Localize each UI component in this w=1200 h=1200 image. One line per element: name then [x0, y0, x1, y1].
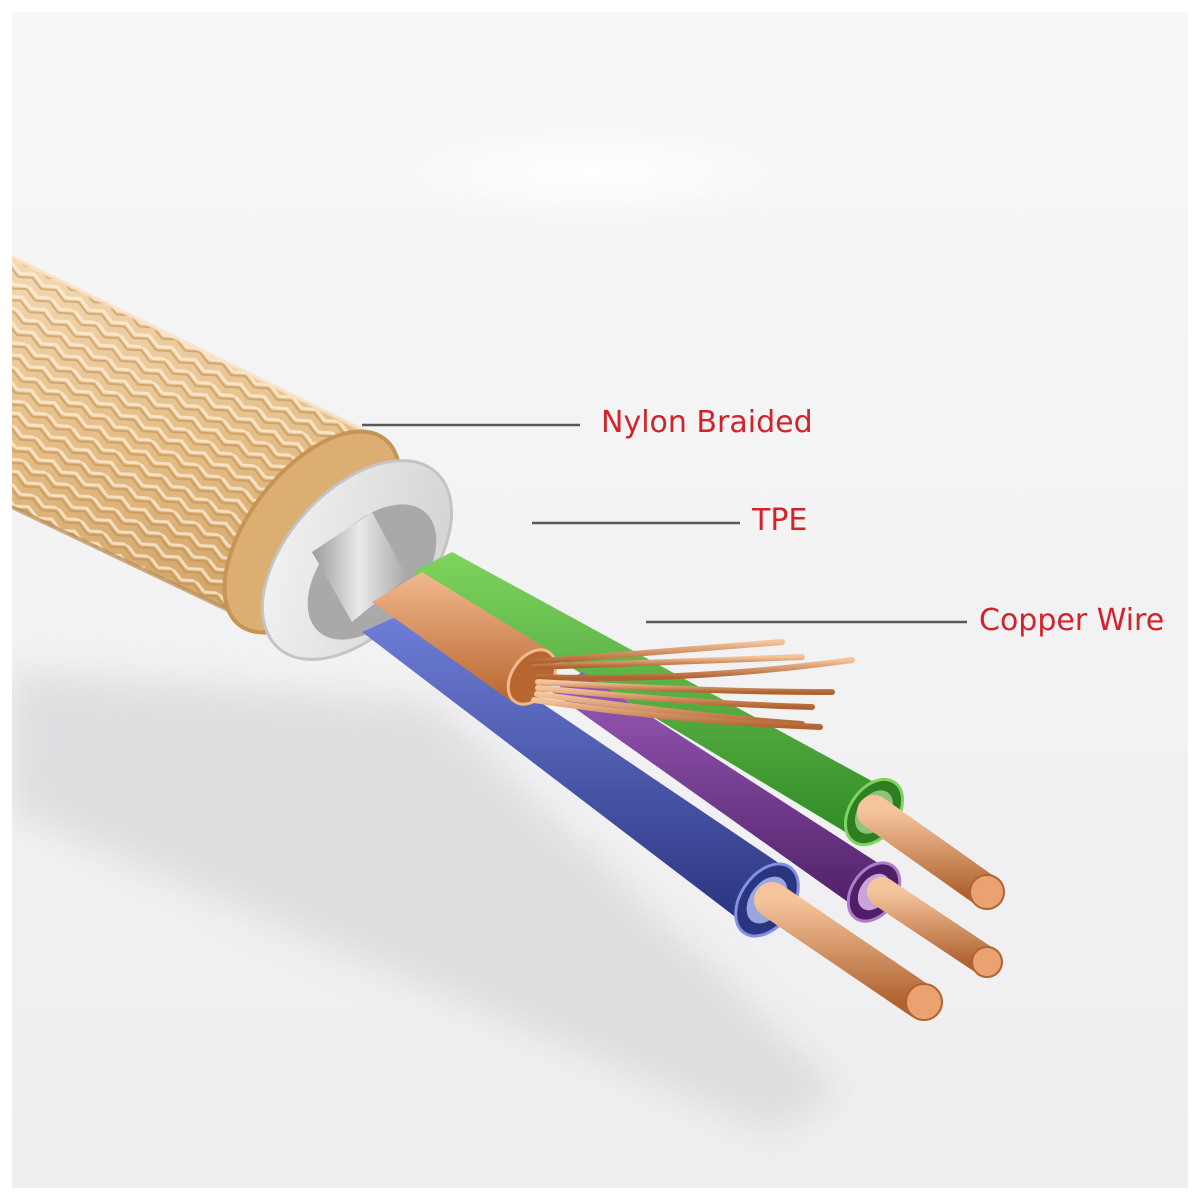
- cable-shadow: [12, 672, 842, 1132]
- copper-strands-fanned: [529, 639, 855, 730]
- label-copper-wire: Copper Wire: [979, 603, 1165, 638]
- cable-diagram: Nylon Braided TPE Copper Wire: [12, 12, 1188, 1188]
- label-nylon-braided: Nylon Braided: [601, 405, 813, 440]
- cable-illustration: [12, 12, 1188, 1188]
- background-highlight: [352, 117, 832, 227]
- shield-sleeve: [312, 512, 407, 622]
- label-tpe: TPE: [752, 503, 808, 538]
- bare-copper-conductors: [754, 795, 1005, 1021]
